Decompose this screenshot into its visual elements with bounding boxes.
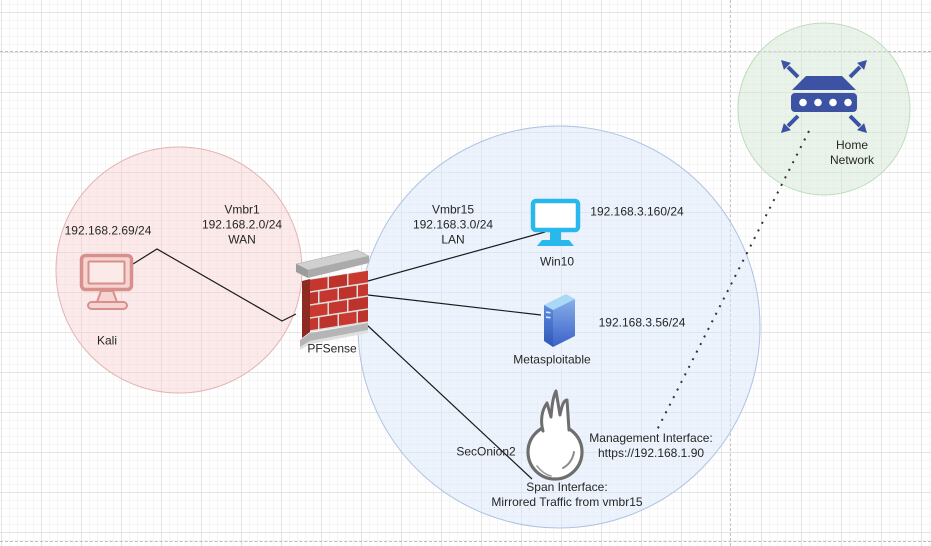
wan-network-label: Vmbr1 192.168.2.0/24 WAN	[201, 202, 283, 247]
server-tower-icon[interactable]	[544, 294, 575, 347]
page-boundary-horizontal-bottom	[0, 541, 931, 542]
seconion-name-label: SecOnion2	[456, 444, 516, 459]
edge-pfsense-metasploitable[interactable]	[367, 294, 542, 316]
page-boundary-horizontal-top	[0, 51, 931, 52]
metasploitable-ip-label: 192.168.3.56/24	[598, 315, 686, 330]
span-interface-label: Span Interface: Mirrored Traffic from vm…	[491, 480, 643, 509]
win10-ip-label: 192.168.3.160/24	[590, 204, 684, 219]
edge-pfsense-win10[interactable]	[367, 231, 546, 282]
win10-name-label: Win10	[539, 254, 575, 269]
management-interface-label: Management Interface: https://192.168.1.…	[589, 431, 713, 460]
home-network-name-label: Home Network	[829, 138, 874, 167]
edge-kali-pfsense[interactable]	[132, 248, 297, 322]
kali-ip-label: 192.168.2.69/24	[64, 223, 152, 238]
win10-monitor-icon[interactable]	[530, 198, 581, 246]
firewall-icon[interactable]	[295, 249, 370, 350]
edge-pfsense-seconion[interactable]	[366, 324, 533, 480]
home-network-switch-icon[interactable]	[781, 60, 867, 133]
kali-name-label: Kali	[96, 333, 118, 348]
edge-home-seconion-dotted[interactable]	[655, 130, 810, 433]
lan-network-label: Vmbr15 192.168.3.0/24 LAN	[412, 202, 494, 247]
pfsense-name-label: PFSense	[307, 341, 357, 356]
onion-icon[interactable]	[526, 389, 584, 481]
kali-monitor-icon[interactable]	[79, 253, 134, 310]
metasploitable-name-label: Metasploitable	[513, 352, 591, 367]
